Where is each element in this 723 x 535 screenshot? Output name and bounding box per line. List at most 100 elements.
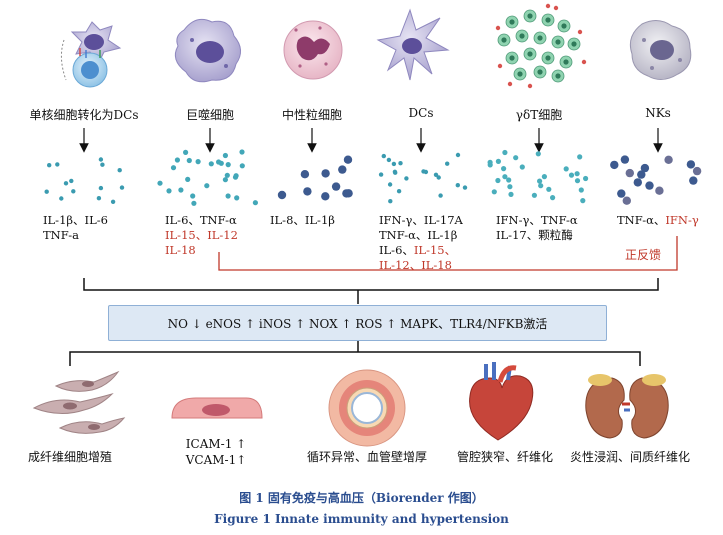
cell-label-neutrophil: 中性粒细胞 [262,106,362,123]
gamma-delta-t-nucleus [537,69,542,74]
cytokine-dot [610,161,618,169]
cytokine-dot [47,163,51,167]
cytokine-dot [532,193,537,198]
cytokine-dot [445,162,449,166]
cytokine-line: TNF-α、IL-1β [379,228,463,243]
cytokine-dot [321,169,329,177]
granule-dot [554,6,558,10]
cytokine-dot [157,181,162,186]
gamma-delta-t-cells-icon [496,4,586,88]
cytokine-line: IL-1β、IL-6 [43,213,108,228]
neutrophil-icon [284,21,342,79]
cytokine-dot [580,198,585,203]
cell-label-macrophage: 巨噬细胞 [160,106,260,123]
cytokine-dot [693,167,701,175]
gamma-delta-t-nucleus [509,19,514,24]
cytokines-neutrophil: IL-8、IL-1β [270,213,335,228]
cytokine-dot [536,151,541,156]
cytokine-dot [634,178,642,186]
cytokine-line: IL-17、颗粒酶 [496,228,578,243]
cytokine-dot [655,187,663,195]
cytokine-dot [506,177,511,182]
cytokines-monocyte: IL-1β、IL-6 TNF-a [43,213,108,243]
kidneys-icon [586,374,668,438]
cytokine-line: IL-6、TNF-α [165,213,238,228]
cytokines-macrophage: IL-6、TNF-α IL-15、IL-12 IL-18 [165,213,238,258]
cytokine-dot [223,153,228,158]
cytokine-dot [166,188,171,193]
cytokine-dot [209,161,214,166]
cytokine-dot [97,196,101,200]
cytokine-dot [388,199,392,203]
cytokine-dot [502,150,507,155]
gamma-delta-t-nucleus [527,13,532,18]
fibroblast-icon [34,372,124,433]
cytokine-line: IFN-γ、IL-17A [379,213,463,228]
gamma-delta-t-nucleus [563,59,568,64]
cytokine-line-feedback: IL-15、 [414,243,456,257]
cytokine-dot [393,170,397,174]
cytokine-dot [569,173,574,178]
cytokine-dot [71,189,75,193]
cytokine-dot [641,164,649,172]
gamma-delta-t-nucleus [501,37,506,42]
cell-label-dc: DCs [381,106,461,120]
monocyte-dc-icon [61,22,120,87]
gamma-delta-t-nucleus [555,73,560,78]
cytokine-dot [623,197,631,205]
outcome-label-kidney: 炎性浸润、间质纤维化 [560,448,700,465]
cytokine-dot [278,191,286,199]
cytokine-dot [437,175,441,179]
bottom-bracket [70,340,640,366]
cytokine-dot [542,174,547,179]
cytokine-dot [575,178,580,183]
cytokine-dot [564,166,569,171]
outcome-label-fibroblast: 成纤维细胞增殖 [10,448,130,465]
cytokine-dot [64,181,68,185]
gamma-delta-t-nucleus [527,51,532,56]
gamma-delta-t-nucleus [561,23,566,28]
cytokine-dot [621,155,629,163]
cell-to-cytokine-arrows [84,128,658,148]
cytokine-dot [388,182,392,186]
cytokine-dot [234,173,239,178]
gamma-delta-t-nucleus [545,55,550,60]
cytokine-dot [538,183,543,188]
cytokine-dot [513,155,518,160]
cytokine-dot [99,157,103,161]
cytokine-dot [303,187,311,195]
cytokine-dot [488,162,493,167]
cytokine-dot [456,153,460,157]
cytokine-dot [546,187,551,192]
cytokine-dot [111,200,115,204]
cytokine-dot [185,177,190,182]
gamma-delta-t-nucleus [571,41,576,46]
gamma-delta-t-nucleus [537,35,542,40]
cytokine-dot [196,159,201,164]
cytokine-dot [226,193,231,198]
cytokine-dot [577,154,582,159]
cytokine-dot [421,169,425,173]
outcome-label-adhesion: ICAM-1 ↑ VCAM-1↑ [166,436,266,468]
cytokine-line: TNF-α、 [617,213,665,227]
outcome-label-heart: 管腔狭窄、纤维化 [445,448,565,465]
cytokine-dot [626,169,634,177]
cytokine-dot [332,182,340,190]
outcome-line: VCAM-1↑ [166,452,266,468]
cytokine-dot [379,172,383,176]
cytokine-dot [338,165,346,173]
cytokine-dot [45,190,49,194]
cell-label-nk: NKs [628,106,688,120]
nk-cell-icon [630,20,690,79]
cytokine-dot [301,170,309,178]
endothelial-cell-icon [172,398,262,418]
cytokine-dot [496,159,501,164]
cytokine-dot [438,193,442,197]
cytokine-line: IL-6、 [379,243,414,257]
cytokine-dot [398,161,402,165]
cytokine-dot [190,193,195,198]
cytokine-dot [575,171,580,176]
granule-dot [496,26,500,30]
cytokine-dot [344,156,352,164]
dendritic-cell-icon [378,10,448,80]
